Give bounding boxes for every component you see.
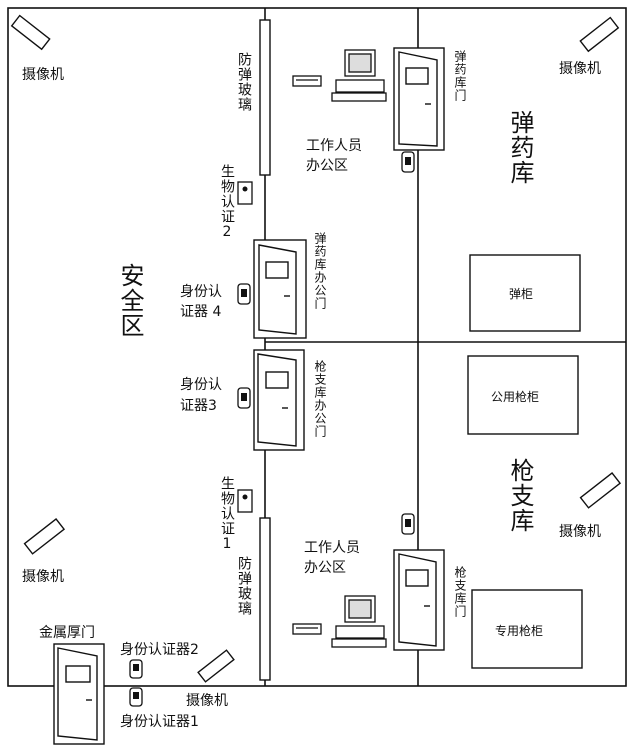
- bio-reader-icon-2: [237, 181, 253, 205]
- id-reader-screen-4: [241, 289, 247, 297]
- staff-office-top-line2: 办公区: [306, 158, 348, 174]
- bio-reader-icon-1: [237, 489, 253, 513]
- id-auth-4-label-line1: 身份认: [180, 284, 222, 300]
- bulletproof-glass-label-bottom: 防弹玻璃: [236, 556, 252, 616]
- camera-label-bottom: 摄像机: [186, 693, 228, 709]
- metal-door-label: 金属厚门: [39, 625, 95, 641]
- bulletproof-glass-bottom: [259, 517, 271, 681]
- bulletproof-glass-label-top: 防弹玻璃: [236, 52, 252, 112]
- id-reader-screen-2: [133, 664, 139, 671]
- bio-reader-dot-2: [242, 186, 248, 192]
- ammo-cabinet: [469, 254, 581, 332]
- camera-icon-top-left: [10, 14, 51, 51]
- ammo-office-door-label: 弹药库办公门: [313, 232, 327, 310]
- computer-icon-top: [292, 49, 387, 102]
- door-metal: [53, 643, 105, 745]
- public-gun-cabinet-label: 公用枪柜: [491, 390, 540, 404]
- staff-office-bottom-line1: 工作人员: [304, 540, 360, 556]
- id-auth-3-label-line2: 证器3: [180, 398, 217, 414]
- bio-auth-2-label: 生物认证2: [219, 164, 235, 241]
- door-ammo-depot: [393, 47, 445, 151]
- bulletproof-glass-top: [259, 19, 271, 176]
- bio-reader-dot-1: [242, 494, 248, 500]
- id-auth-4-label-line2: 证器 4: [180, 304, 222, 320]
- computer-icon-bottom: [292, 595, 387, 648]
- special-gun-cabinet-label: 专用枪柜: [495, 624, 544, 638]
- ammo-depot-label: 弹药库: [506, 110, 534, 185]
- camera-label-mid-left: 摄像机: [22, 569, 64, 585]
- camera-icon-mid-left: [23, 517, 66, 555]
- id-auth-3-label-line1: 身份认: [180, 377, 222, 393]
- camera-label-mid-right: 摄像机: [559, 524, 601, 540]
- camera-label-top-right: 摄像机: [559, 61, 601, 77]
- id-reader-screen-3: [241, 393, 247, 401]
- special-gun-cabinet: [471, 589, 583, 669]
- id-reader-screen-ammo: [405, 157, 411, 165]
- camera-icon-mid-right: [579, 471, 622, 509]
- staff-office-bottom-line2: 办公区: [304, 560, 346, 576]
- bio-auth-1-label: 生物认证1: [219, 476, 235, 553]
- door-ammo-office: [253, 239, 307, 339]
- camera-label-top-left: 摄像机: [22, 67, 64, 83]
- staff-office-top-line1: 工作人员: [306, 138, 362, 154]
- ammo-depot-door-label: 弹药库门: [453, 50, 467, 102]
- id-auth-1-label: 身份认证器1: [120, 714, 199, 730]
- camera-icon-bottom: [197, 649, 235, 683]
- id-auth-2-label: 身份认证器2: [120, 642, 199, 658]
- gun-depot-door-label: 枪支库门: [453, 566, 467, 618]
- outer-wall: [7, 7, 627, 687]
- safe-zone-label: 安全区: [116, 263, 144, 338]
- camera-icon-top-right: [579, 16, 620, 53]
- ammo-cabinet-label: 弹柜: [509, 287, 534, 301]
- gun-depot-label: 枪支库: [506, 458, 534, 533]
- public-gun-cabinet: [467, 355, 579, 435]
- id-reader-screen-1: [133, 692, 139, 699]
- door-gun-office: [253, 349, 305, 451]
- gun-office-door-label: 枪支库办公门: [313, 360, 327, 438]
- door-gun-depot: [393, 549, 445, 651]
- id-reader-screen-gun: [405, 519, 411, 527]
